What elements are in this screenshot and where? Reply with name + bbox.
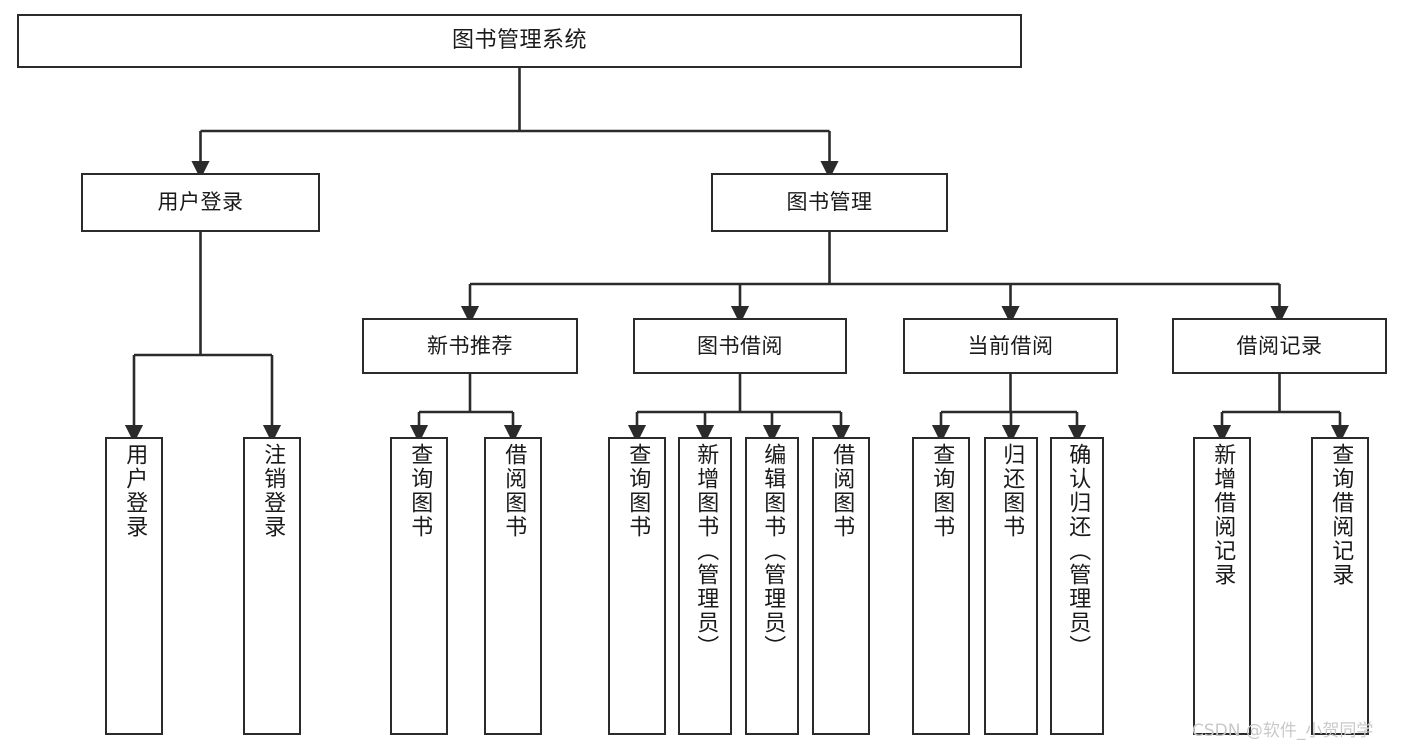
node-label: 新增借阅记录 (1210, 443, 1236, 587)
node-label: 查询图书 (929, 443, 955, 539)
node-leaf-cur-3[interactable]: 确认归还（管理员） (1050, 437, 1104, 735)
node-label: 查询图书 (625, 443, 651, 539)
node-label: 查询借阅记录 (1328, 443, 1354, 587)
node-leaf-bor-2[interactable]: 新增图书（管理员） (678, 437, 732, 735)
node-leaf-cur-2[interactable]: 归还图书 (984, 437, 1038, 735)
node-label: 新书推荐 (427, 333, 513, 358)
node-newbook[interactable]: 新书推荐 (362, 318, 578, 374)
node-leaf-rec-2[interactable]: 查询借阅记录 (1311, 437, 1369, 735)
node-current[interactable]: 当前借阅 (903, 318, 1118, 374)
node-label: 注销登录 (260, 443, 286, 539)
node-label: 图书管理 (786, 190, 873, 215)
node-label: 借阅记录 (1236, 333, 1323, 358)
node-leaf-bor-4[interactable]: 借阅图书 (812, 437, 870, 735)
node-borrow[interactable]: 图书借阅 (633, 318, 847, 374)
node-leaf-login-1[interactable]: 用户登录 (105, 437, 163, 735)
node-leaf-new-1[interactable]: 查询图书 (390, 437, 448, 735)
node-label: 归还图书 (999, 443, 1025, 539)
node-login[interactable]: 用户登录 (81, 173, 320, 232)
node-leaf-login-2[interactable]: 注销登录 (243, 437, 301, 735)
csdn-watermark: CSDN @软件_小贺同学 (1192, 721, 1374, 741)
node-label: 用户登录 (122, 443, 148, 539)
node-leaf-bor-1[interactable]: 查询图书 (608, 437, 666, 735)
node-label: 用户登录 (157, 190, 244, 215)
node-records[interactable]: 借阅记录 (1172, 318, 1387, 374)
node-label: 新增图书（管理员） (693, 443, 719, 659)
node-label: 图书借阅 (697, 333, 783, 358)
node-bookmgmt[interactable]: 图书管理 (711, 173, 948, 232)
node-leaf-cur-1[interactable]: 查询图书 (912, 437, 970, 735)
node-leaf-new-2[interactable]: 借阅图书 (484, 437, 542, 735)
node-label: 查询图书 (407, 443, 433, 539)
node-label: 图书管理系统 (451, 28, 587, 54)
node-label: 借阅图书 (501, 443, 527, 539)
node-label: 编辑图书（管理员） (760, 443, 786, 659)
node-root[interactable]: 图书管理系统 (17, 14, 1022, 68)
node-label: 当前借阅 (967, 333, 1054, 358)
node-leaf-rec-1[interactable]: 新增借阅记录 (1193, 437, 1251, 735)
node-label: 借阅图书 (829, 443, 855, 539)
node-label: 确认归还（管理员） (1065, 443, 1091, 659)
node-leaf-bor-3[interactable]: 编辑图书（管理员） (745, 437, 799, 735)
